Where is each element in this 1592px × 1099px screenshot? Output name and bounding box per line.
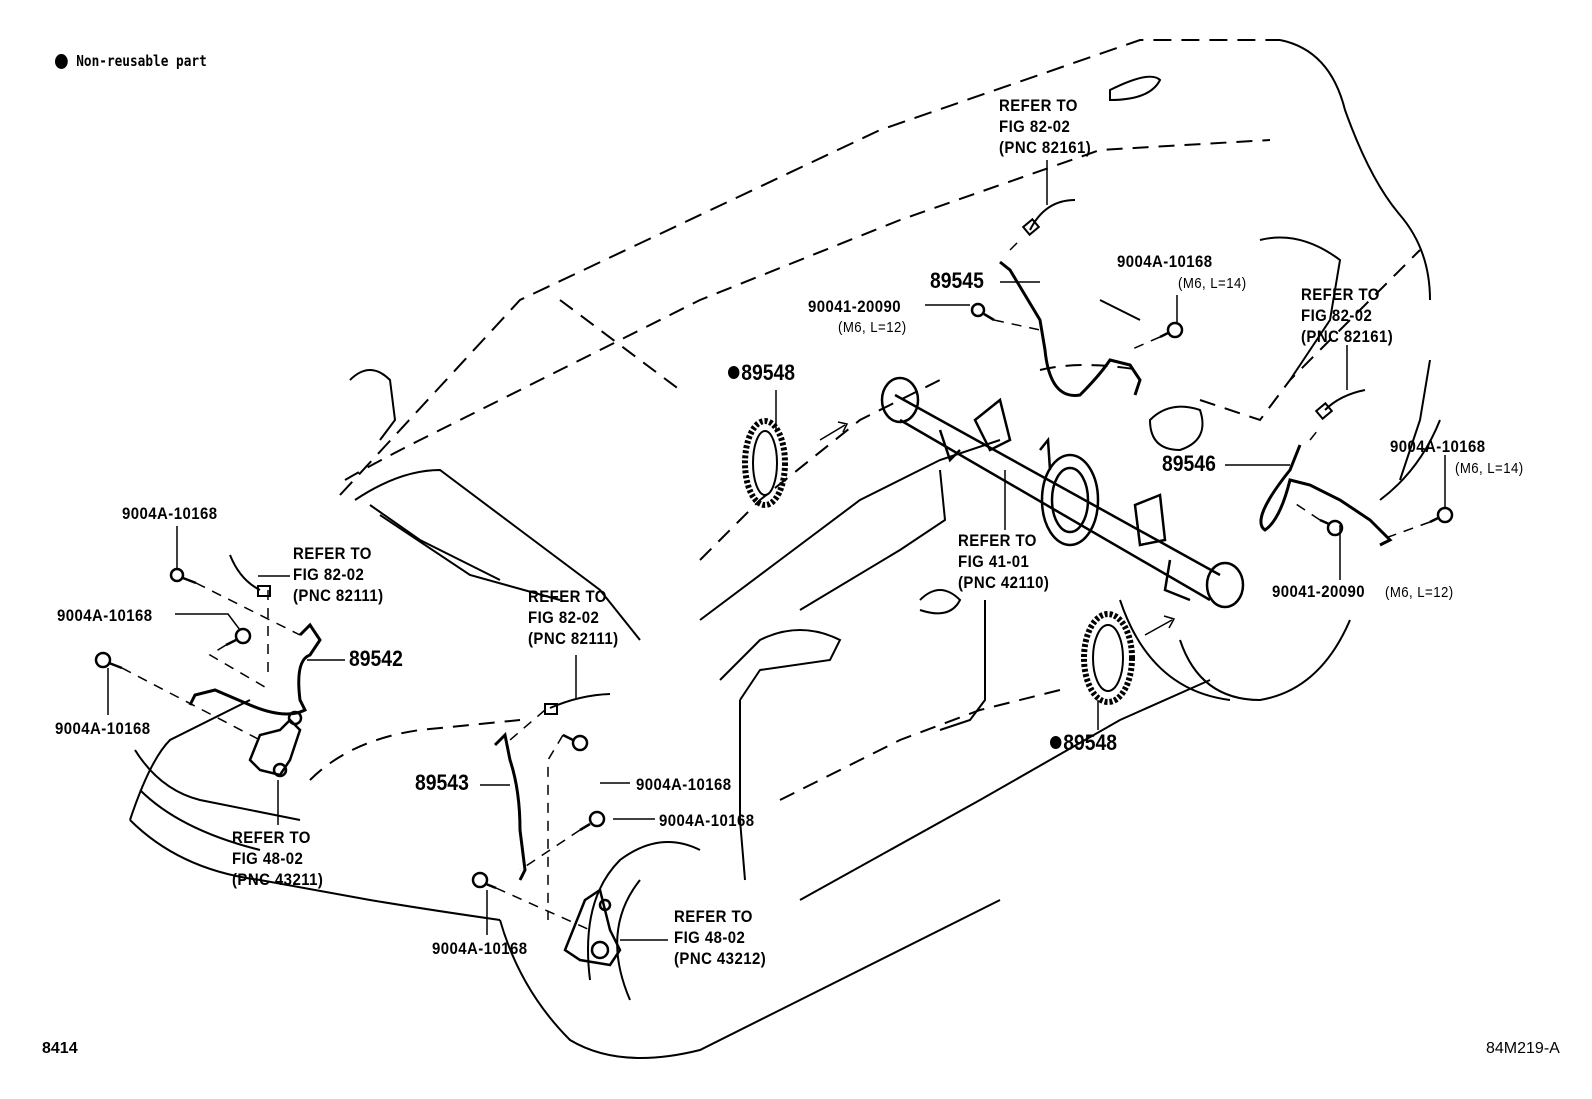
bolt-90041-20090-upper-spec: (M6, L=12)	[838, 319, 907, 336]
part-89548-lower-number: 89548	[1063, 730, 1118, 755]
front-knuckle-right	[563, 887, 622, 967]
non-reusable-symbol-icon	[55, 53, 68, 69]
part-89548-upper-number: 89548	[741, 360, 796, 385]
rear-left-harness-refer-label[interactable]: REFER TO FIG 82-02 (PNC 82161)	[999, 96, 1092, 157]
legend-text: Non-reusable part	[76, 52, 207, 70]
front-sensor-harness-89542	[188, 554, 322, 716]
bolt-9004a-10168-front-left-mid-label[interactable]: 9004A-10168	[57, 606, 153, 625]
front-right-harness-refer-label[interactable]: REFER TO FIG 82-02 (PNC 82111)	[528, 587, 619, 648]
page-code: 8414	[42, 1040, 78, 1057]
legend: Non-reusable part	[55, 52, 207, 70]
leader-lines	[107, 160, 1446, 941]
tone-ring-lower	[1081, 611, 1135, 705]
bolt-9004a-10168-front-right-c-label[interactable]: 9004A-10168	[432, 939, 528, 958]
part-89548-upper-label[interactable]: 89548	[728, 360, 796, 385]
bolt-9004a-10168-front-left-low-label[interactable]: 9004A-10168	[55, 719, 151, 738]
bolts	[94, 302, 1454, 890]
bolt-90041-20090-right-spec: (M6, L=12)	[1385, 584, 1454, 601]
bolt-9004a-10168-rear-upper-spec: (M6, L=14)	[1178, 275, 1247, 292]
front-left-knuckle-refer-label[interactable]: REFER TO FIG 48-02 (PNC 43211)	[232, 828, 324, 889]
front-sensor-harness-89543	[493, 693, 611, 881]
part-89543-label[interactable]: 89543	[415, 770, 469, 795]
figure-code: 84M219-A	[1486, 1040, 1560, 1057]
bolt-9004a-10168-front-right-b-label[interactable]: 9004A-10168	[659, 811, 755, 830]
non-reusable-icon	[1050, 736, 1062, 749]
non-reusable-icon	[728, 366, 740, 379]
front-right-knuckle-refer-label[interactable]: REFER TO FIG 48-02 (PNC 43212)	[674, 907, 767, 968]
bolt-9004a-10168-rear-upper-label[interactable]: 9004A-10168	[1117, 252, 1213, 271]
part-89546-label[interactable]: 89546	[1162, 451, 1216, 476]
vehicle-outline	[129, 39, 1441, 1059]
bolt-9004a-10168-front-right-a-label[interactable]: 9004A-10168	[636, 775, 732, 794]
rear-axle-housing	[880, 376, 1245, 609]
front-left-harness-refer-label[interactable]: REFER TO FIG 82-02 (PNC 82111)	[293, 544, 384, 605]
rear-right-harness-refer-label[interactable]: REFER TO FIG 82-02 (PNC 82161)	[1301, 285, 1394, 346]
rear-sensor-harness-89546	[1259, 389, 1393, 547]
part-89542-label[interactable]: 89542	[349, 646, 403, 671]
bolt-9004a-10168-rear-right-label[interactable]: 9004A-10168	[1390, 437, 1486, 456]
bolt-90041-20090-upper-label[interactable]: 90041-20090	[808, 297, 902, 316]
rear-axle-housing-refer-label[interactable]: REFER TO FIG 41-01 (PNC 42110)	[958, 531, 1050, 592]
part-89548-lower-label[interactable]: 89548	[1050, 730, 1118, 755]
rear-sensor-harness-89545	[999, 199, 1142, 397]
bolt-90041-20090-right-label[interactable]: 90041-20090	[1272, 582, 1366, 601]
bolt-9004a-10168-rear-right-spec: (M6, L=14)	[1455, 460, 1524, 477]
bolt-9004a-10168-front-left-top-label[interactable]: 9004A-10168	[122, 504, 218, 523]
part-89545-label[interactable]: 89545	[930, 268, 984, 293]
tone-ring-upper	[742, 418, 788, 508]
install-arrows	[819, 421, 1176, 636]
install-lines	[121, 239, 1431, 931]
front-knuckle-left	[248, 710, 303, 778]
